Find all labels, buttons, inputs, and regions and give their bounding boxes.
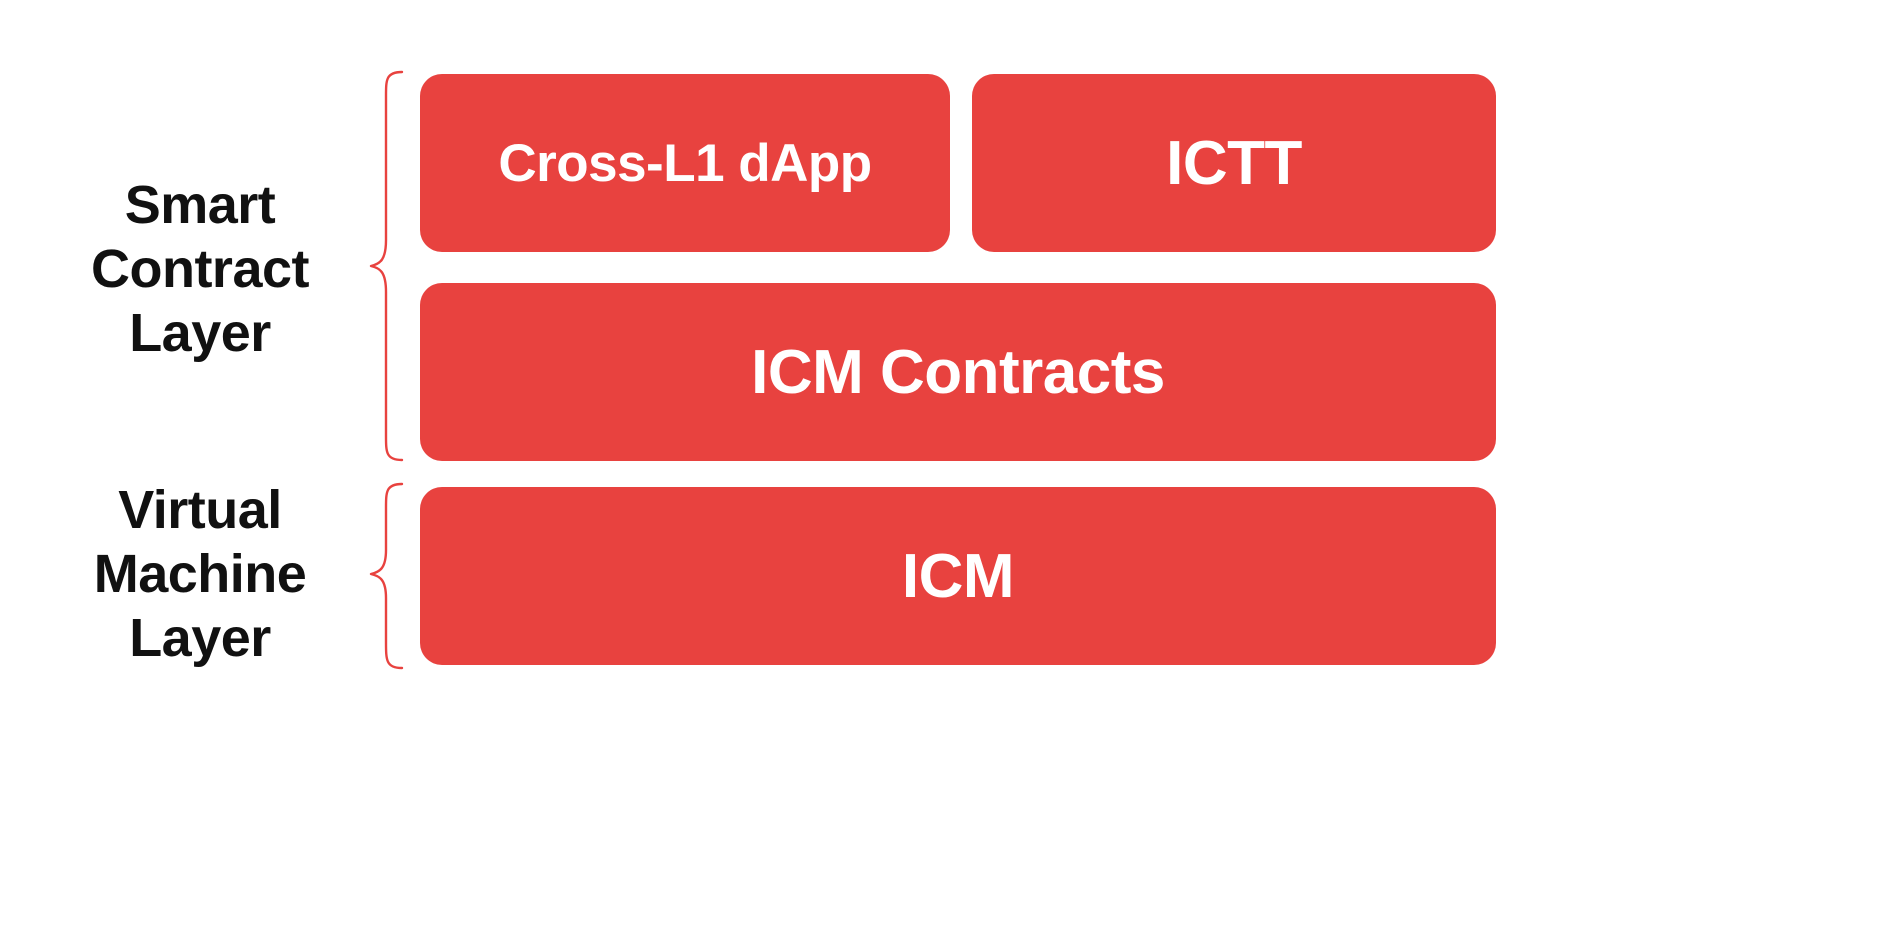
node-box-cross-l1-dapp[interactable]: Cross-L1 dApp — [420, 74, 950, 252]
node-box-icm-contracts[interactable]: ICM Contracts — [420, 283, 1496, 461]
node-box-icm[interactable]: ICM — [420, 487, 1496, 665]
node-label: Cross-L1 dApp — [498, 133, 872, 193]
group-label-line: Contract — [90, 239, 310, 300]
group-label-line: Layer — [129, 302, 271, 363]
group-label-virtual-machine-layer: Virtual Machine Layer — [50, 470, 350, 680]
curly-brace-smart-contract-layer — [369, 70, 404, 462]
group-label-line: Machine — [93, 544, 307, 605]
node-box-ictt[interactable]: ICTT — [972, 74, 1496, 252]
group-label-line: Smart — [124, 175, 276, 236]
group-label-line: Virtual — [118, 480, 282, 541]
node-label: ICM Contracts — [751, 337, 1165, 407]
node-label: ICTT — [1166, 128, 1302, 198]
curly-brace-virtual-machine-layer — [369, 482, 404, 670]
group-label-line: Layer — [129, 607, 271, 668]
node-label: ICM — [901, 541, 1015, 611]
group-label-smart-contract-layer: Smart Contract Layer — [50, 150, 350, 390]
